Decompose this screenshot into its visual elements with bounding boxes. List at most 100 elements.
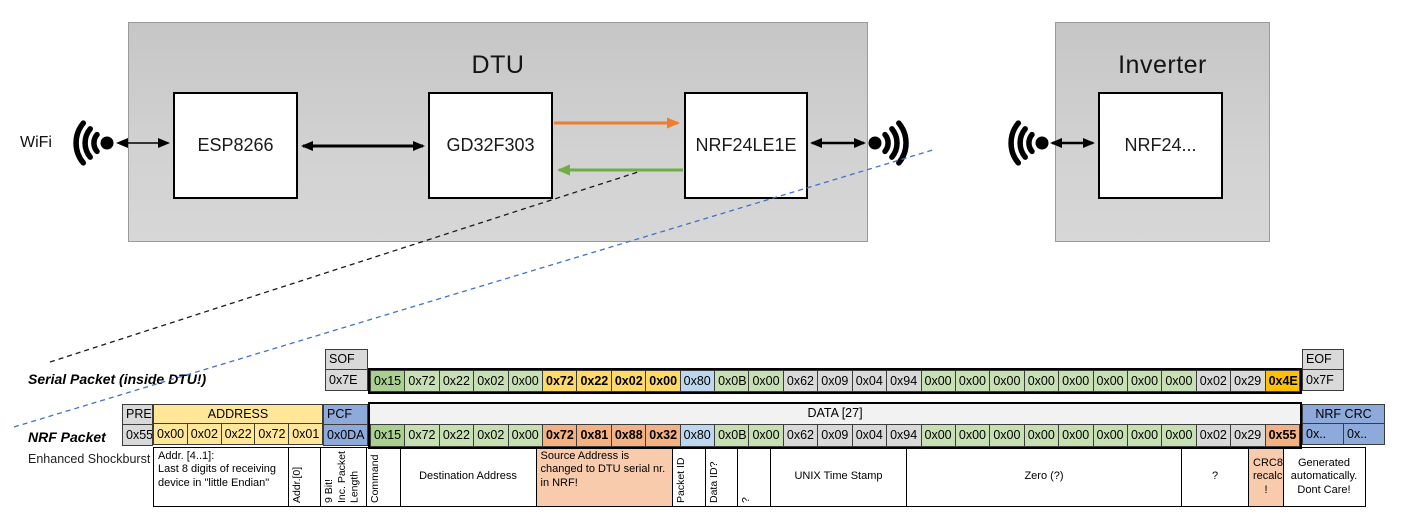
chip-nrf24le1e: NRF24LE1E	[684, 92, 808, 199]
annotation-cell: ?	[1180, 447, 1250, 507]
annotation-cell: CRC8 recalc. !	[1248, 447, 1284, 507]
dtu-title: DTU	[471, 51, 525, 79]
byte-cell: 0x0B	[714, 425, 750, 447]
enhanced-shockburst-label: Enhanced Shockburst	[28, 452, 151, 466]
eof-byte: 0x7F	[1302, 369, 1344, 391]
chip-inverter-nrf24: NRF24...	[1098, 92, 1223, 199]
byte-cell: 0x00	[1023, 370, 1060, 392]
byte-cell: 0x00	[748, 370, 784, 392]
pre-byte: 0x55	[122, 424, 153, 446]
wifi-icon-inverter	[1008, 120, 1049, 166]
byte-cell: 0x15	[370, 370, 406, 392]
eof-column: EOF 0x7F	[1302, 349, 1344, 391]
byte-cell: 0x22	[220, 423, 256, 445]
byte-cell: 0x..	[1302, 423, 1344, 445]
annotation-cell: Zero (?)	[906, 447, 1182, 507]
byte-cell: 0x00	[989, 370, 1025, 392]
byte-cell: 0x88	[610, 425, 647, 447]
byte-cell: 0x02	[610, 370, 647, 392]
annotation-cell: Destination Address	[399, 447, 537, 507]
byte-cell: 0x00	[748, 425, 784, 447]
byte-cell: 0x00	[507, 370, 544, 392]
byte-cell: 0x72	[542, 370, 578, 392]
byte-cell: 0x00	[1161, 425, 1197, 447]
pcf-column: PCF 0x0DA	[323, 404, 368, 446]
annotation-cell: Packet ID	[672, 447, 706, 507]
annotation-cell: Addr.[0]	[287, 447, 322, 507]
data-header: DATA [27]	[370, 404, 1300, 425]
byte-cell: 0x72	[542, 425, 578, 447]
byte-cell: 0x94	[886, 425, 922, 447]
byte-cell: 0x01	[288, 423, 323, 445]
byte-cell: 0x00	[1092, 425, 1128, 447]
byte-cell: 0x02	[1195, 425, 1232, 447]
serial-packet-label: Serial Packet (inside DTU!)	[28, 371, 207, 387]
byte-cell: 0x09	[817, 425, 853, 447]
annotation-cell: UNIX Time Stamp	[769, 447, 908, 507]
byte-cell: 0x0B	[714, 370, 750, 392]
byte-cell: 0x02	[186, 423, 222, 445]
sof-column: SOF 0x7E	[325, 349, 368, 391]
byte-cell: 0x00	[989, 425, 1025, 447]
byte-cell: 0x02	[473, 370, 509, 392]
chip-esp8266: ESP8266	[173, 92, 298, 199]
byte-cell: 0x04	[851, 425, 888, 447]
annotation-cell: Data ID?	[704, 447, 739, 507]
byte-cell: 0x02	[1195, 370, 1232, 392]
byte-cell: 0x55	[1264, 425, 1300, 447]
byte-cell: 0x4E	[1264, 370, 1300, 392]
chip-gd32f303: GD32F303	[428, 92, 553, 199]
wifi-icon-left	[73, 120, 114, 166]
byte-cell: 0x72	[404, 370, 440, 392]
byte-cell: 0x29	[1230, 370, 1266, 392]
nrf-packet-label: NRF Packet	[28, 429, 106, 445]
byte-cell: 0x62	[782, 425, 819, 447]
inverter-title: Inverter	[1118, 51, 1207, 79]
byte-cell: 0x00	[1126, 425, 1163, 447]
pre-column: PRE 0x55	[122, 404, 153, 446]
annotation-cell: 9 Bit! Inc. Packet Length	[320, 447, 367, 507]
byte-cell: 0x00	[1161, 370, 1197, 392]
byte-cell: 0x00	[1126, 370, 1163, 392]
byte-cell: 0x00	[954, 370, 991, 392]
byte-cell: 0x80	[679, 370, 716, 392]
annotation-cell: Generated automatically. Dont Care!	[1282, 447, 1366, 507]
byte-cell: 0x29	[1230, 425, 1266, 447]
sof-header: SOF	[325, 349, 368, 370]
byte-cell: 0x09	[817, 370, 853, 392]
sof-byte: 0x7E	[325, 369, 368, 391]
byte-cell: 0x04	[851, 370, 888, 392]
byte-cell: 0x..	[1343, 423, 1385, 445]
byte-cell: 0x00	[645, 370, 681, 392]
pcf-byte: 0x0DA	[323, 424, 368, 446]
byte-cell: 0x00	[507, 425, 544, 447]
byte-cell: 0x80	[679, 425, 716, 447]
byte-cell: 0x22	[576, 370, 612, 392]
annotation-cell: Command	[365, 447, 401, 507]
byte-cell: 0x32	[645, 425, 681, 447]
annotation-row: Addr. [4..1]: Last 8 digits of receiving…	[153, 447, 1366, 507]
address-header: ADDRESS	[153, 404, 323, 425]
byte-cell: 0x00	[153, 423, 188, 445]
byte-cell: 0x94	[886, 370, 922, 392]
byte-cell: 0x00	[1092, 370, 1128, 392]
annotation-cell: Source Address is changed to DTU serial …	[535, 447, 674, 507]
byte-cell: 0x00	[1023, 425, 1060, 447]
eof-header: EOF	[1302, 349, 1344, 370]
byte-cell: 0x02	[473, 425, 509, 447]
byte-cell: 0x00	[954, 425, 991, 447]
byte-cell: 0x15	[370, 425, 406, 447]
byte-cell: 0x72	[404, 425, 440, 447]
byte-cell: 0x72	[254, 423, 290, 445]
byte-cell: 0x22	[438, 370, 475, 392]
crc-byte-row: 0x..0x..	[1302, 423, 1385, 445]
byte-cell: 0x00	[920, 425, 956, 447]
wifi-icon-dtu-right	[868, 120, 909, 166]
